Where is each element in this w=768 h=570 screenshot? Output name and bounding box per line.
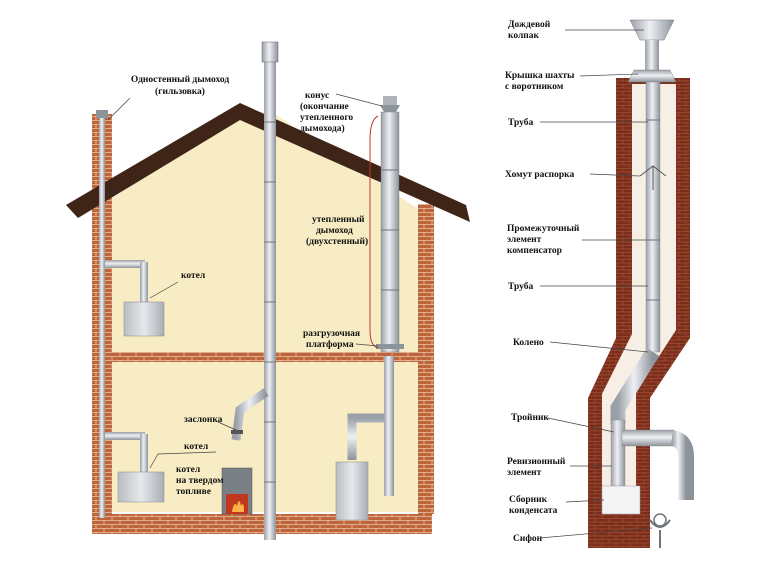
label-condensate-2: конденсата: [509, 506, 558, 516]
insulated-joints: [381, 169, 399, 291]
leader-condensate: [565, 499, 605, 503]
right-ground-boiler: [335, 461, 369, 521]
leader-clamp: [589, 173, 641, 177]
label-compensator-3: компенсатор: [507, 246, 562, 256]
leader-damper: [217, 421, 237, 431]
shaft-labels: Дождевой колпак Крышка шахты с воротнико…: [505, 19, 653, 544]
label-pipe-top: Труба: [508, 117, 534, 128]
label-solid-fuel: котел: [176, 465, 201, 475]
leader-single-wall: [107, 97, 131, 121]
label-insulated: утепленный: [312, 214, 365, 225]
leader-cone: [335, 93, 383, 107]
label-compensator: Промежуточный: [507, 223, 580, 234]
label-insulated-2: дымоход: [316, 226, 353, 236]
rain-cap-neck: [645, 40, 659, 70]
label-clamp: Хомут распорка: [505, 170, 574, 180]
label-cone: конус: [305, 91, 329, 101]
central-pipe-cap: [261, 41, 279, 63]
label-elbow: Колено: [513, 338, 544, 348]
label-tee: Тройник: [511, 412, 549, 423]
label-cone-2: (окончание: [300, 101, 349, 112]
label-inspection-2: элемент: [507, 468, 542, 478]
leader-shaft-cover: [579, 73, 639, 77]
foundation-band: [92, 514, 432, 534]
label-rain-cap-2: колпак: [508, 31, 540, 41]
shaft-pipe-upper: [645, 81, 661, 353]
liner-top-cap: [96, 110, 108, 118]
label-compensator-2: элемент: [507, 235, 542, 245]
label-solid-fuel-2: на твердом: [176, 476, 224, 486]
label-inspection: Ревизионный: [507, 456, 566, 467]
leader-siphon: [539, 527, 653, 539]
cone-cap: [380, 105, 400, 112]
cone-top: [383, 96, 397, 105]
flame-icon: [232, 501, 244, 512]
upper-boiler-flue: [105, 260, 145, 268]
label-shaft-cover-2: с воротником: [505, 82, 564, 92]
label-lower-boiler: котел: [184, 442, 209, 452]
lower-right-pipe: [384, 356, 394, 496]
condensate-collector: [601, 485, 641, 515]
house-labels: Одностенный дымоход (гильзовка) конус (о…: [107, 74, 383, 497]
damper: [231, 430, 243, 434]
shaft-cover-collar: [627, 69, 677, 83]
lower-boiler: [117, 471, 165, 503]
leader-tee: [547, 417, 615, 433]
external-elbow: [670, 430, 694, 500]
house-cutaway: [66, 41, 470, 540]
single-wall-liner-pipe: [99, 118, 105, 518]
label-condensate: Сборник: [509, 494, 548, 505]
shaft-pipe-joints: [646, 119, 660, 301]
label-upper-boiler: котел: [181, 271, 206, 281]
lower-boiler-flue: [105, 432, 145, 440]
label-insulated-3: (двухстенный): [306, 236, 368, 247]
brick-shaft-cutaway: [588, 19, 694, 548]
tee-branch: [621, 429, 675, 447]
siphon-bulb: [653, 513, 667, 527]
label-shaft-cover: Крышка шахты: [505, 71, 575, 81]
right-wall: [418, 204, 434, 514]
insulated-chimney-pipe: [380, 111, 400, 353]
clamp-brace: [639, 165, 667, 190]
label-rain-cap: Дождевой: [508, 19, 551, 30]
leader-upper-boiler: [149, 281, 179, 299]
label-damper: заслонка: [184, 415, 223, 425]
leader-platform: [355, 343, 379, 347]
label-solid-fuel-3: топливе: [176, 487, 211, 497]
siphon: [649, 519, 671, 548]
unloading-platform: [376, 344, 404, 349]
label-siphon: Сифон: [513, 533, 543, 544]
lower-boiler-riser: [140, 434, 148, 476]
label-pipe-mid: Труба: [508, 281, 534, 292]
label-unloading-platform: разгрузочная: [303, 329, 360, 339]
right-boiler-flue: [347, 413, 384, 460]
leader-lower-boiler: [149, 451, 217, 469]
rain-cap: [629, 19, 675, 41]
label-unloading-platform-2: платформа: [306, 339, 354, 350]
central-chimney-pipe: [264, 62, 276, 540]
central-pipe-joints: [264, 121, 276, 483]
label-single-wall-chimney-2: (гильзовка): [155, 86, 205, 97]
label-cone-4: дымохода): [300, 123, 345, 134]
upper-boiler-riser: [140, 262, 148, 304]
label-cone-3: утепленного: [300, 113, 353, 123]
shaft-offset-elbow: [610, 348, 660, 424]
upper-boiler: [123, 301, 165, 337]
label-single-wall-chimney: Одностенный дымоход: [131, 74, 230, 85]
leader-elbow: [549, 341, 649, 353]
